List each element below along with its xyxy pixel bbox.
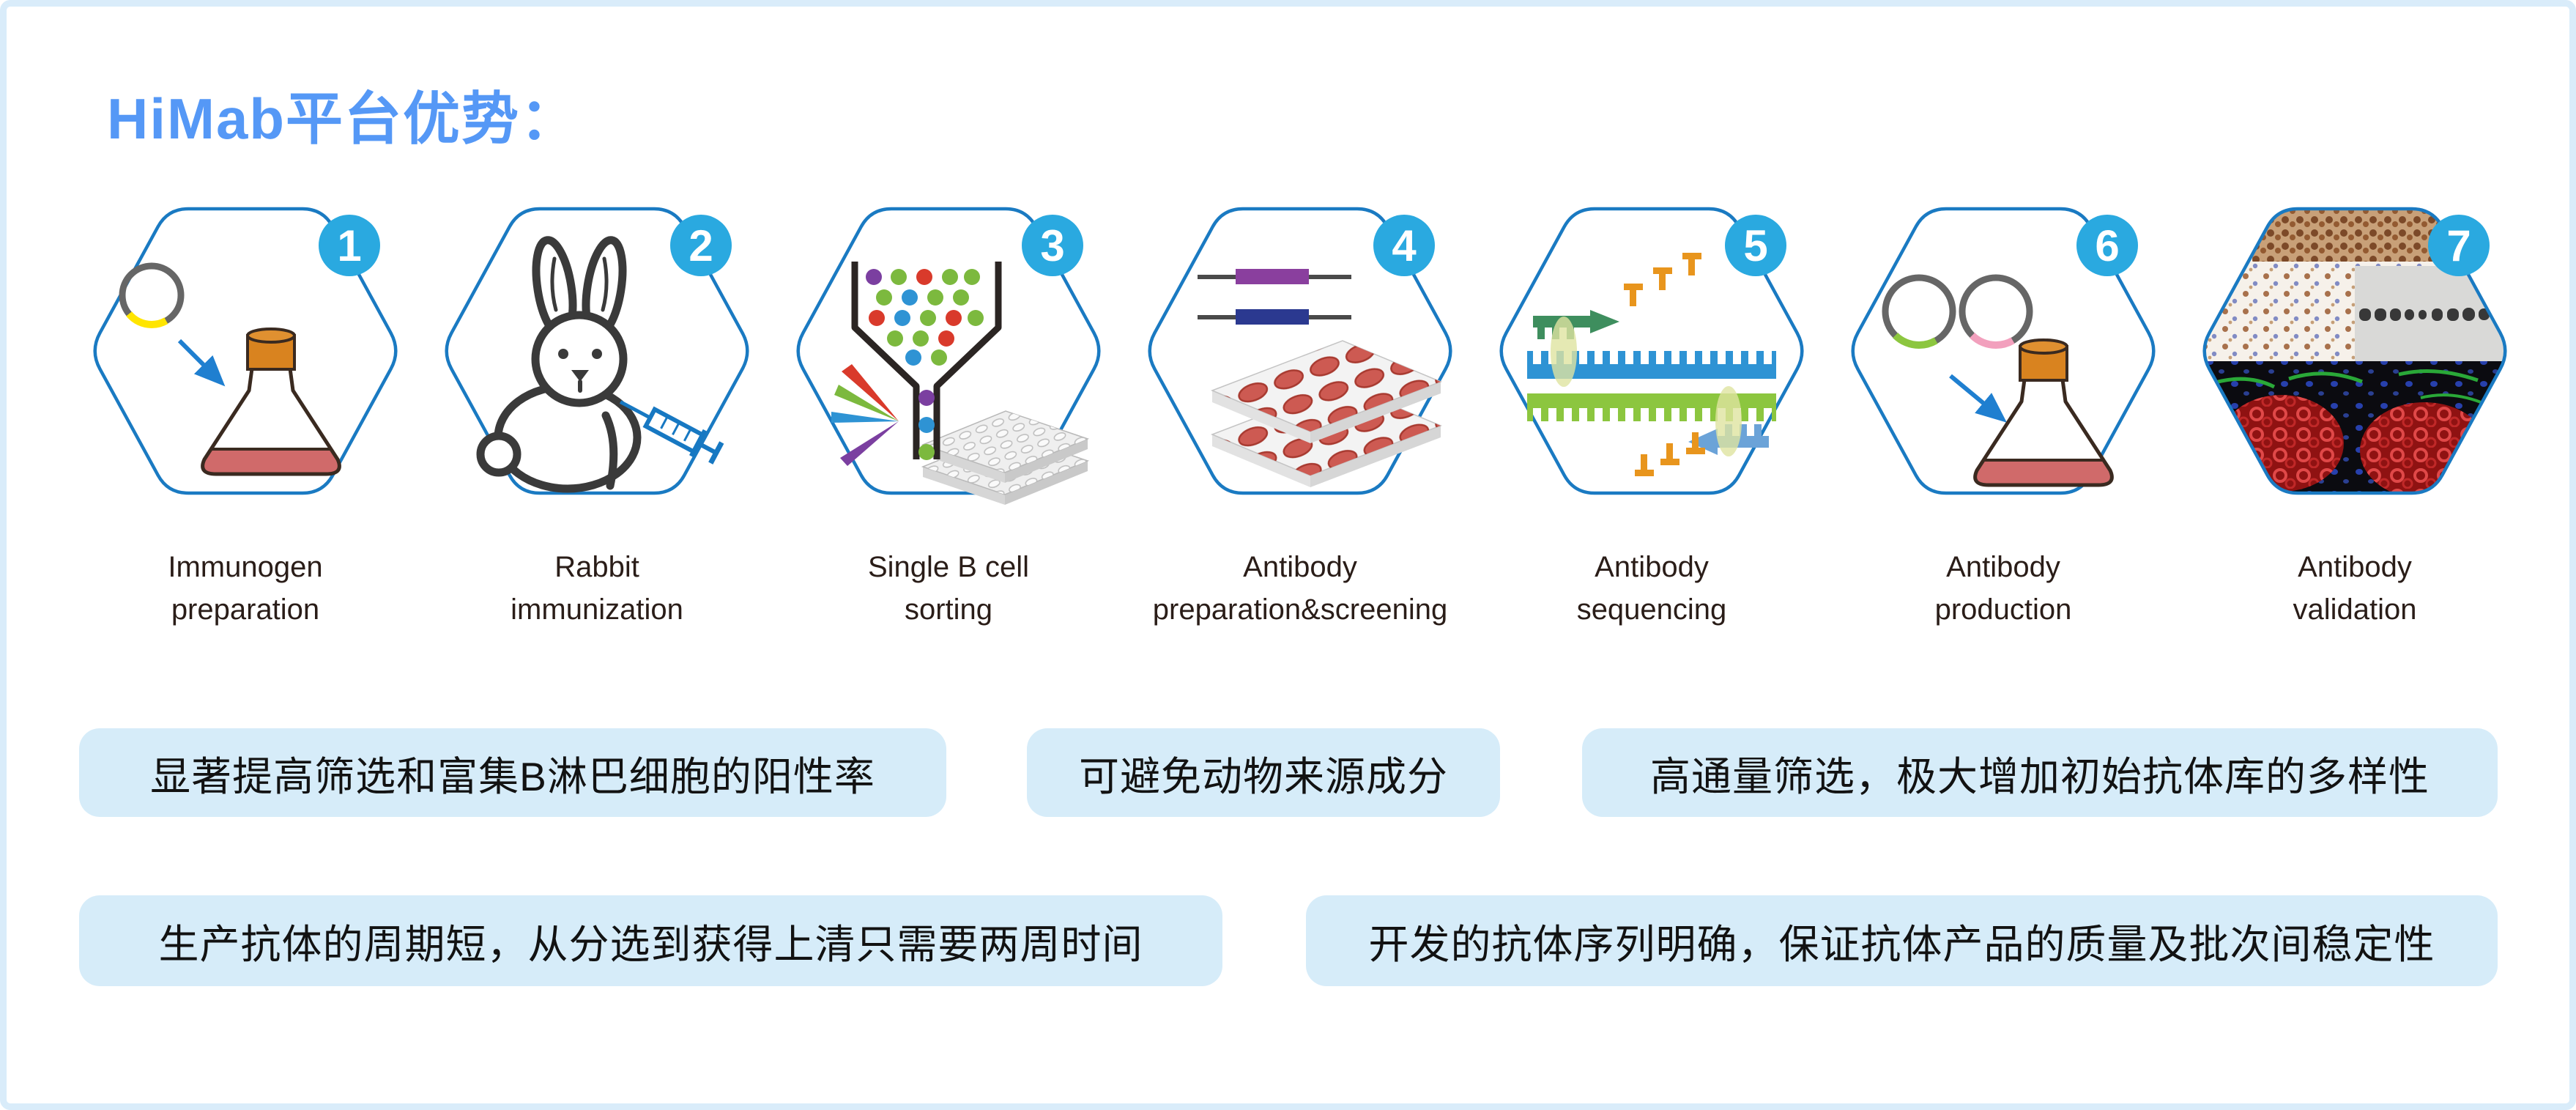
hexagon-2: 2 [421,201,773,524]
step-5-label: Antibody sequencing [1576,551,1727,626]
step-6-label: Antibody production [1934,551,2072,626]
step-number-badge: 1 [319,215,380,276]
step-number-badge: 2 [670,215,732,276]
step-number-badge: 7 [2428,215,2490,276]
hexagon-1: 1 [70,201,421,524]
benefit-box-sequence-defined: 开发的抗体序列明确，保证抗体产品的质量及批次间稳定性 [1306,895,2498,986]
hexagon-6: 6 [1827,201,2179,524]
step-7-antibody-validation: 7 Antibody validation [2179,201,2531,656]
step-number-badge: 4 [1373,215,1435,276]
sorter-funnel [851,262,1002,459]
svg-text:7: 7 [2446,221,2471,270]
step-3-label: Single B cell sorting [867,551,1030,626]
svg-text:4: 4 [1392,221,1417,270]
cell-sorter-plate-icon [831,262,1090,505]
step-2-label: Rabbit immunization [511,551,683,626]
laser-rays [831,364,899,466]
well-plate-stack [921,410,1090,505]
step-7-label: Antibody validation [2293,551,2417,626]
step-number-badge: 3 [1022,215,1083,276]
step-number-badge: 5 [1725,215,1786,276]
polymerase-blob [1551,317,1577,387]
rabbit-icon [476,236,642,493]
dna-strand-teeth [1527,351,1776,364]
step-6-antibody-production: 6 Antibody production [1827,201,2179,656]
step-number-badge: 6 [2076,215,2138,276]
benefit-box-short-cycle: 生产抗体的周期短，从分选到获得上清只需要两周时间 [79,895,1222,986]
plasmids-to-flask-icon [1882,274,2112,485]
benefit-box-positive-rate: 显著提高筛选和富集B淋巴细胞的阳性率 [79,728,946,817]
step-4-label: Antibody preparation&screening [1152,551,1448,626]
svg-text:1: 1 [337,221,361,270]
hexagon-4: 4 [1124,201,1476,524]
step-1-immunogen-preparation: 1 Immunogen preparation [70,201,421,656]
sorted-cells [866,269,984,460]
svg-text:3: 3 [1040,221,1064,270]
dna-culture-plate-icon [1198,269,1443,487]
page-title: HiMab平台优势： [107,86,579,151]
plasmid-to-flask-icon [119,262,339,474]
hexagon-3: 3 [773,201,1124,505]
step-2-rabbit-immunization: 2 Rabbit immunization [421,201,773,656]
western-blot-image [2355,266,2506,369]
dna-fragments [1198,269,1351,325]
svg-text:6: 6 [2095,221,2119,270]
dna-strand-teeth [1527,408,1776,421]
nucleotides-bottom [1635,432,1705,476]
polymerase-blob [1715,386,1742,456]
hexagon-7: 7 [2179,201,2531,524]
culture-plate-stack [1210,340,1443,487]
step-1-label: Immunogen preparation [168,551,323,626]
step-3-single-b-cell-sorting: 3 Single B cell sorting [773,201,1124,656]
dna-strand-blue [1527,364,1776,379]
benefit-box-animal-free: 可避免动物来源成分 [1027,728,1500,817]
benefit-box-high-throughput: 高通量筛选，极大增加初始抗体库的多样性 [1582,728,2498,817]
svg-text:5: 5 [1743,221,1767,270]
svg-text:2: 2 [688,221,713,270]
nucleotides-top [1624,253,1701,306]
dna-strand-green [1527,393,1776,408]
step-5-antibody-sequencing: 5 Antibody sequencing [1476,201,1827,656]
hexagon-5: 5 [1476,201,1827,524]
immunofluorescence-image [2204,361,2506,493]
step-4-antibody-preparation-screening: 4 Antibody preparation&screening [1124,201,1476,656]
dna-sequencing-icon [1527,253,1776,476]
syringe-icon [619,400,724,465]
